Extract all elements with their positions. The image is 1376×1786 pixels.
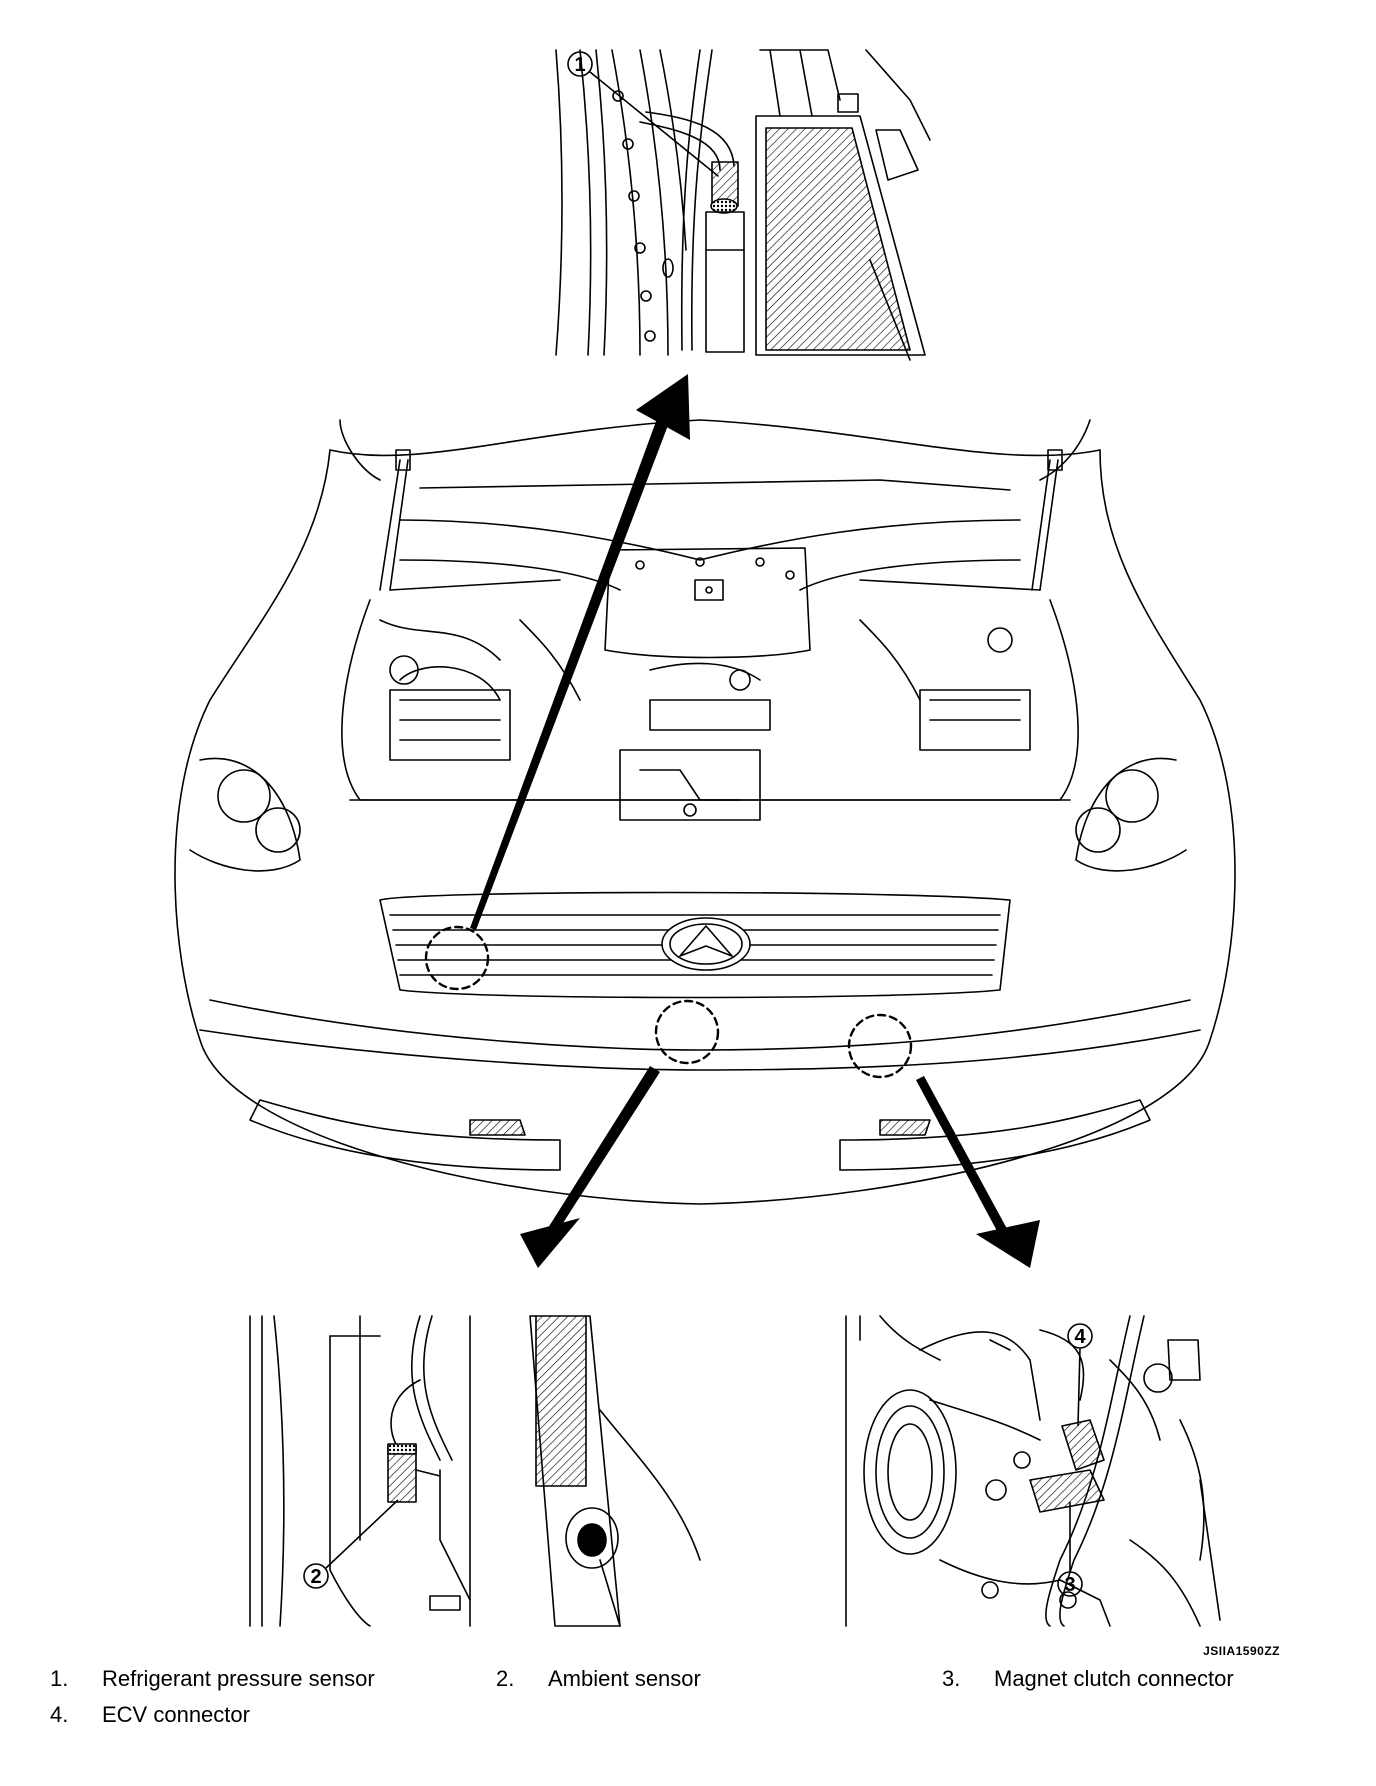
legend-number: 2.: [496, 1666, 515, 1691]
detail-bottom-left-ambient-sensor: [249, 1315, 701, 1627]
legend-item-1: 1. Refrigerant pressure sensor: [50, 1664, 375, 1694]
location-marker-ambient: [654, 999, 720, 1065]
vehicle-front-view: [174, 419, 1236, 1205]
callout-2-label: 2: [310, 1566, 321, 1588]
figure-id: JSIIA1590ZZ: [1203, 1644, 1280, 1658]
callout-4-label: 4: [1074, 1326, 1086, 1348]
legend: 1. Refrigerant pressure sensor 2. Ambient …: [50, 1664, 1340, 1774]
legend-item-2: 2. Ambient sensor: [496, 1664, 701, 1694]
callout-2: [303, 1499, 399, 1589]
callout-3: [1057, 1502, 1083, 1597]
legend-number: 4.: [50, 1702, 69, 1727]
legend-label: Refrigerant pressure sensor: [102, 1666, 375, 1691]
pointer-arrows: [470, 374, 1040, 1268]
legend-number: 3.: [942, 1666, 961, 1691]
arrow-to-left-detail: [548, 1066, 660, 1234]
legend-item-4: 4. ECV connector: [50, 1700, 250, 1730]
detail-bottom-right-compressor: [845, 1315, 1221, 1627]
callout-3-label: 3: [1064, 1574, 1075, 1596]
callout-1-label: 1: [574, 54, 585, 76]
legend-label: Ambient sensor: [548, 1666, 701, 1691]
arrow-to-top-detail: [470, 416, 670, 930]
legend-label: ECV connector: [102, 1702, 250, 1727]
arrow-head-left: [520, 1218, 580, 1268]
arrow-head-right: [976, 1220, 1040, 1268]
legend-item-3: 3. Magnet clutch connector: [942, 1664, 1234, 1694]
arrow-head-top: [636, 374, 690, 440]
legend-number: 1.: [50, 1666, 69, 1691]
callout-4: [1067, 1323, 1093, 1427]
detail-top-refrigerant-sensor: [555, 49, 931, 361]
arrow-to-right-detail: [916, 1076, 1012, 1244]
legend-label: Magnet clutch connector: [994, 1666, 1234, 1691]
location-marker-refrigerant: [424, 925, 490, 991]
location-markers: [424, 925, 913, 1079]
callout-1: [567, 51, 719, 177]
location-marker-compressor: [847, 1013, 913, 1079]
